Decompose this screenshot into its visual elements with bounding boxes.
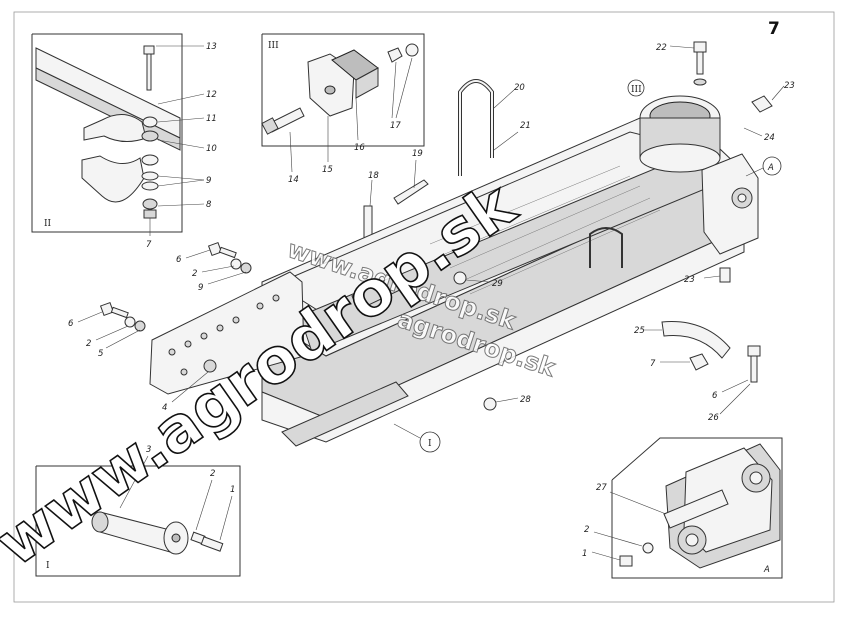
label-23-mid: 23 — [684, 275, 695, 285]
cotter-19 — [393, 159, 429, 205]
label-5: 5 — [98, 349, 103, 359]
bolt-set-lower — [77, 301, 146, 349]
label-2-detail-i: 2 — [210, 469, 215, 479]
label-9-clamp: 9 — [206, 176, 211, 186]
label-18: 18 — [368, 171, 379, 181]
label-15: 15 — [322, 165, 333, 175]
pin-18 — [363, 179, 373, 239]
main-frame-assembly — [149, 95, 759, 447]
callout-i-label: I — [428, 439, 432, 449]
label-1-detail-a: 1 — [582, 549, 587, 559]
label-2-lower: 2 — [86, 339, 91, 349]
nut-29 — [453, 271, 491, 285]
label-16: 16 — [354, 143, 365, 153]
label-2-detail-a: 2 — [584, 525, 589, 535]
bolt-set-upper — [185, 241, 252, 285]
detail-i-title: I — [46, 561, 50, 571]
label-17: 17 — [390, 121, 401, 131]
label-26: 26 — [708, 413, 719, 423]
label-12: 12 — [206, 90, 217, 100]
bolt-head-13 — [143, 45, 155, 55]
detail-a-title: A — [763, 565, 770, 575]
bolt-shank-13 — [146, 53, 152, 91]
nut-7-right — [660, 353, 709, 371]
label-22: 22 — [656, 43, 667, 53]
leaf-spring-25 — [644, 321, 731, 359]
bolt-22 — [669, 41, 707, 86]
detail-ii-pipe-clamp — [31, 33, 205, 236]
detail-i-pin — [35, 455, 241, 577]
clamp-upper — [83, 114, 147, 142]
detail-ii-title: II — [44, 219, 52, 229]
label-25: 25 — [634, 326, 645, 336]
callout-a — [745, 156, 782, 177]
callout-a-label: A — [767, 163, 774, 173]
u-bolt-20 — [458, 79, 515, 176]
detail-iii-title: III — [268, 41, 279, 51]
label-29: 29 — [492, 279, 503, 289]
label-21: 21 — [520, 121, 531, 131]
bolt-26 — [719, 345, 761, 415]
nut-28 — [483, 397, 519, 411]
label-23-top: 23 — [784, 81, 795, 91]
label-20: 20 — [514, 83, 525, 93]
label-8: 8 — [206, 200, 212, 210]
label-28: 28 — [520, 395, 531, 405]
label-6-right: 6 — [712, 391, 718, 401]
detail-iii-rubber-block — [261, 33, 425, 173]
label-2-upper: 2 — [192, 269, 197, 279]
detail-a-hitch — [591, 437, 783, 579]
grease-nipple-23-mid — [703, 267, 731, 283]
label-1-detail-i: 1 — [230, 485, 235, 495]
page-frame — [13, 11, 835, 603]
label-3: 3 — [146, 445, 151, 455]
label-7-clamp: 7 — [146, 240, 152, 250]
label-27: 27 — [596, 483, 607, 493]
label-6-lower: 6 — [68, 319, 74, 329]
label-10: 10 — [206, 144, 217, 154]
label-7-right: 7 — [650, 359, 656, 369]
label-14: 14 — [288, 175, 299, 185]
label-24: 24 — [764, 133, 775, 143]
label-19: 19 — [412, 149, 423, 159]
callout-iii — [627, 79, 645, 97]
label-13: 13 — [206, 42, 217, 52]
label-11: 11 — [206, 114, 217, 124]
callout-iii-label: III — [631, 85, 642, 95]
clamp-lower — [81, 155, 145, 203]
callout-i — [393, 423, 441, 453]
page-number: 7 — [768, 19, 780, 39]
grease-nipple-23-top — [751, 85, 785, 113]
label-6-upper: 6 — [176, 255, 182, 265]
label-9-upper: 9 — [198, 283, 203, 293]
label-4: 4 — [162, 403, 167, 413]
